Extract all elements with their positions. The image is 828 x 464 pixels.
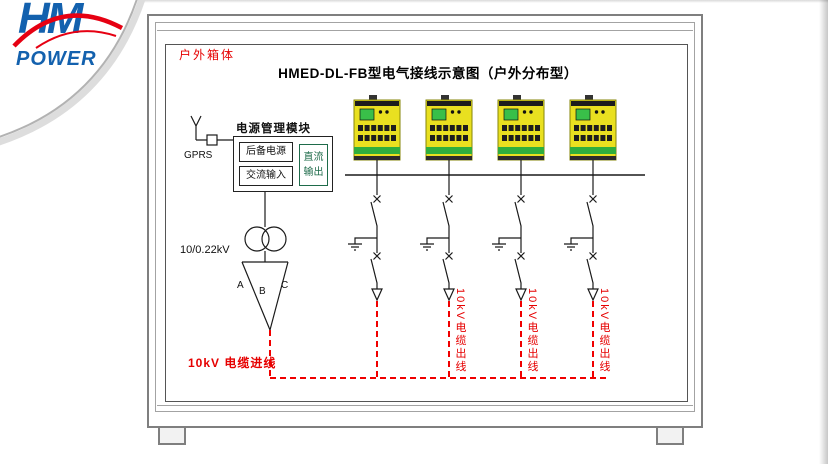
dc-output-line2: 输出	[303, 167, 324, 178]
switch-contact-icon	[517, 252, 525, 260]
incoming-cable-line	[269, 330, 610, 379]
ground-icon	[348, 237, 377, 251]
phase-label-c: C	[281, 280, 289, 291]
device-display	[431, 108, 447, 121]
device-terminals	[430, 125, 468, 141]
switch-contact-icon	[589, 195, 597, 203]
ac-input-box: 交流输入	[239, 166, 293, 186]
switch-contact-icon	[373, 195, 381, 203]
cable-terminal-arrow-icon	[515, 288, 527, 302]
outgoing-cable-label-3: 10kV电缆出线	[598, 288, 610, 374]
fault-indicator-device	[497, 95, 545, 161]
cabinet-top-rail	[157, 30, 693, 31]
power-module-title: 电源管理模块	[236, 123, 311, 135]
page-edge-right	[819, 0, 828, 464]
device-display	[575, 108, 591, 121]
dc-output-line1: 直流	[303, 152, 324, 163]
fault-indicator-device	[353, 95, 401, 161]
brand-logo: HM POWER	[10, 0, 136, 80]
device-display	[359, 108, 375, 121]
page-curl	[0, 0, 146, 146]
cable-terminal-arrow-icon	[371, 288, 383, 302]
cable-terminal-arrow-icon	[443, 288, 455, 302]
switch-contact-icon	[589, 252, 597, 260]
switch-contact-icon	[373, 252, 381, 260]
feeder-switch-chain	[492, 160, 527, 302]
incoming-cable-label: 10kV 电缆进线	[188, 356, 277, 370]
cabinet-foot-right	[656, 428, 684, 445]
phase-label-b: B	[259, 286, 266, 297]
feeder-bay-1	[348, 95, 401, 378]
ground-icon	[492, 237, 521, 251]
device-terminals	[502, 125, 540, 141]
feeder-switch-chain	[564, 160, 599, 302]
brand-logo-subtext: POWER	[16, 48, 97, 70]
cabinet-outer-frame	[147, 14, 703, 428]
feeder-switch-chain	[348, 160, 383, 302]
page-curl-face	[0, 0, 140, 140]
logo-swoosh-icon	[12, 13, 124, 49]
cabinet-foot-left	[158, 428, 186, 445]
switch-contact-icon	[517, 195, 525, 203]
fault-indicator-device	[569, 95, 617, 161]
cable-terminal-arrow-icon	[587, 288, 599, 302]
diagram-title: HMED-DL-FB型电气接线示意图（户外分布型）	[278, 66, 578, 81]
cabinet-bottom-rail	[157, 405, 693, 406]
ground-icon	[564, 237, 593, 251]
cabinet-inner-frame	[155, 22, 695, 412]
diagram-border	[165, 44, 688, 402]
phase-label-a: A	[237, 280, 244, 291]
feeder-switch-chain	[420, 160, 455, 302]
switch-contact-icon	[445, 195, 453, 203]
device-terminals	[574, 125, 612, 141]
feeder-bay-3	[492, 95, 545, 378]
page-edge-top	[0, 0, 828, 3]
page-curl-shadow	[0, 0, 146, 146]
fault-indicator-device	[425, 95, 473, 161]
transformer-symbol	[241, 192, 289, 331]
device-display	[503, 108, 519, 121]
gprs-label: GPRS	[184, 150, 213, 161]
feeder-bay-4	[564, 95, 617, 378]
power-module-box	[233, 136, 333, 192]
transformer-label: 10/0.22kV	[180, 244, 230, 256]
ground-icon	[420, 237, 449, 251]
backup-power-box: 后备电源	[239, 142, 293, 162]
outgoing-cable-label-1: 10kV电缆出线	[454, 288, 466, 374]
feeder-bay-2	[420, 95, 473, 378]
device-terminals	[358, 125, 396, 141]
outgoing-cable-label-2: 10kV电缆出线	[526, 288, 538, 374]
switch-contact-icon	[445, 252, 453, 260]
cabinet-label: 户外箱体	[179, 48, 236, 62]
schematic-drawing	[165, 44, 688, 402]
page-curl-edge	[0, 0, 138, 138]
dc-output-box: 直流 输出	[299, 144, 328, 186]
gprs-antenna-icon	[190, 115, 233, 146]
